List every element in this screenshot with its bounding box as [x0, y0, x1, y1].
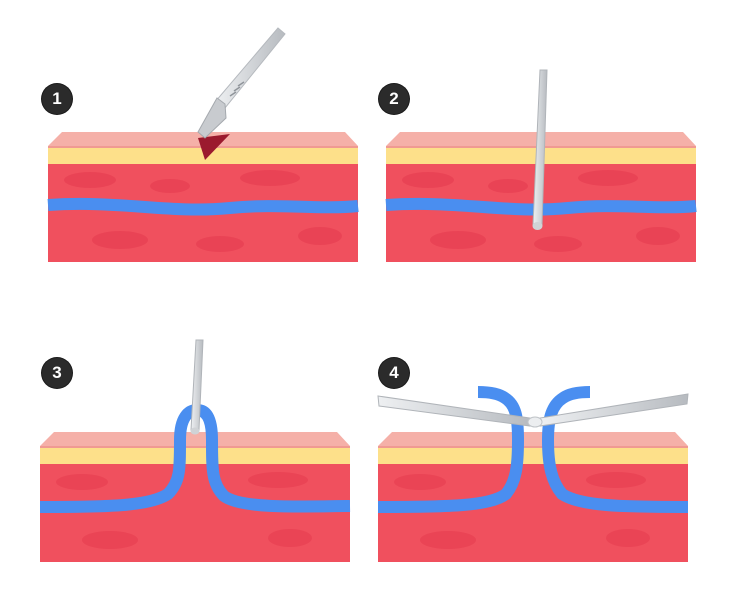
- epidermis-layer: [378, 446, 688, 448]
- blood-vessel: [385, 197, 697, 216]
- blood-vessel: [47, 197, 359, 216]
- tissue-texture: [394, 472, 650, 549]
- retractor-icon: [377, 393, 689, 428]
- step-1-label: 1: [42, 84, 72, 114]
- panel-3: [39, 339, 351, 562]
- vessel-left-end: [377, 386, 524, 513]
- incision-mark: [198, 134, 230, 160]
- vessel-right-end: [542, 386, 689, 513]
- step-3-label: 3: [42, 358, 72, 388]
- step-2-label: 2: [379, 84, 409, 114]
- epidermis-top: [378, 432, 688, 446]
- probe-icon: [190, 339, 204, 435]
- step-4-label: 4: [379, 358, 409, 388]
- fat-layer: [40, 448, 350, 464]
- skin-block-3: [39, 404, 351, 562]
- panel-4: [377, 386, 689, 562]
- panel-2: [385, 69, 697, 262]
- fat-layer: [48, 148, 358, 164]
- scalpel-icon: [197, 27, 286, 139]
- tissue-texture: [56, 472, 312, 549]
- fat-layer: [378, 448, 688, 464]
- panel-1: [47, 27, 359, 262]
- epidermis-layer: [40, 446, 350, 448]
- probe-icon: [532, 69, 548, 230]
- tissue-texture: [402, 170, 680, 252]
- epidermis-top: [40, 432, 350, 446]
- skin-block-4: [377, 386, 689, 562]
- tissue-texture: [64, 170, 342, 252]
